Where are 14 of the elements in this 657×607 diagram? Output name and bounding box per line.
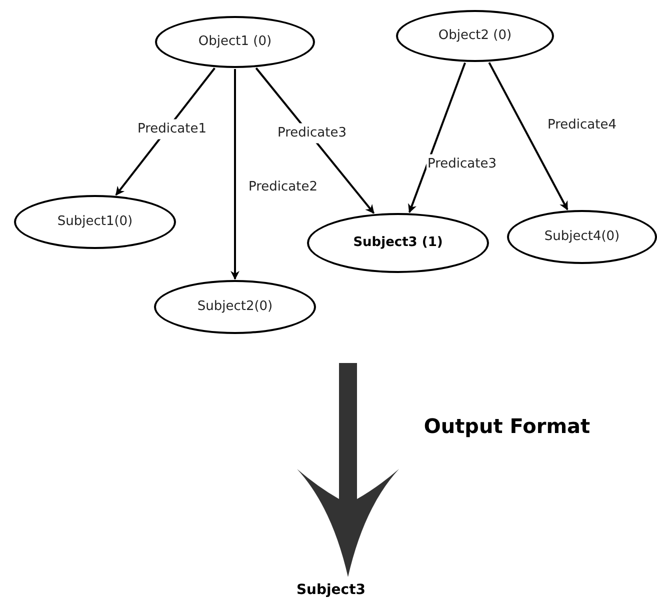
node-ellipse: Object2 (0) (396, 10, 554, 62)
node-ellipse: Subject1(0) (14, 195, 176, 249)
arrow (408, 62, 466, 214)
node-ellipse: Subject2(0) (154, 280, 316, 334)
node-ellipse: Object1 (0) (155, 16, 315, 68)
arrow (230, 69, 240, 280)
node-text: Subject3 (291, 579, 371, 601)
edge-label: Output Format (424, 413, 590, 440)
edge-label: Predicate1 (136, 119, 208, 139)
edge-label: Predicate3 (276, 123, 348, 143)
node-ellipse: Subject4(0) (507, 210, 657, 264)
node-ellipse: Subject3 (1) (307, 213, 489, 273)
arrow (488, 62, 568, 210)
block-arrow (297, 363, 399, 577)
